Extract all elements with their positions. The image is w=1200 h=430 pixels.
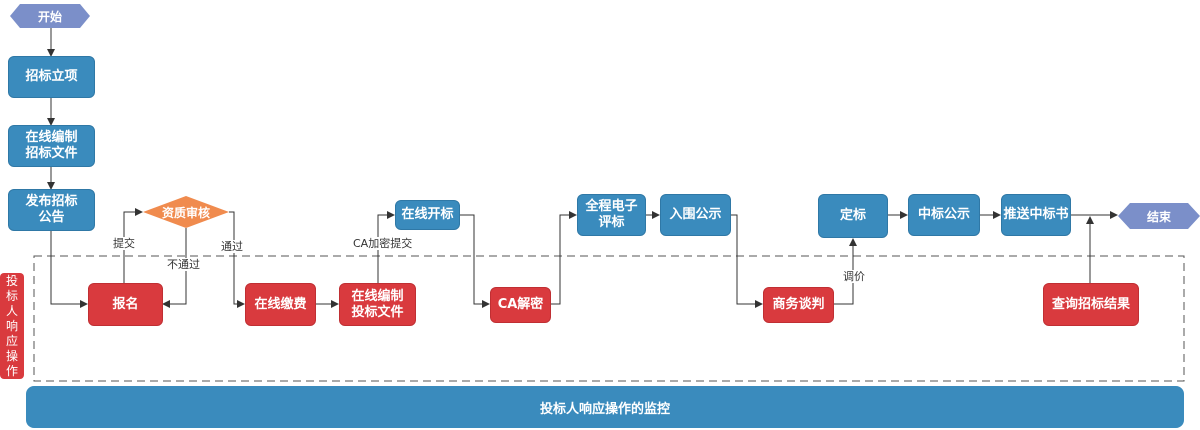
start-terminal-shape xyxy=(10,4,90,28)
edge-qualification-pass xyxy=(229,211,245,308)
bidder-monitoring-bar: 投标人响应操作的监控 xyxy=(26,386,1184,428)
start-terminal: 开始 xyxy=(37,9,62,24)
edge-decrypt-evaluation xyxy=(551,211,577,305)
end-terminal: 结束 xyxy=(1146,209,1171,224)
edge-label-pass: 通过 xyxy=(220,240,244,253)
edge-label-fail: 不通过 xyxy=(166,258,201,271)
node-shortlist-notice: 入围公示 xyxy=(660,194,731,236)
node-compile-bid-docs: 在线编制 投标文件 xyxy=(339,283,416,326)
edge-publish-register xyxy=(50,231,88,308)
edge-compile-open xyxy=(377,211,395,283)
node-query-result: 查询招标结果 xyxy=(1043,283,1139,326)
edge-open-decrypt xyxy=(460,214,490,308)
bidder-lane-label: 投标人响应操作 xyxy=(0,273,24,379)
edge-qualification-fail xyxy=(162,228,187,308)
node-publish-announcement: 发布招标 公告 xyxy=(8,189,95,231)
edge-negotiation-award xyxy=(834,238,857,305)
node-business-negotiation: 商务谈判 xyxy=(763,287,834,323)
node-open-bid: 在线开标 xyxy=(395,200,460,230)
node-award-notice: 中标公示 xyxy=(908,194,980,236)
node-push-award-letter: 推送中标书 xyxy=(1001,194,1071,236)
qualification-decision: 资质审核 xyxy=(161,205,210,220)
node-pay-online: 在线缴费 xyxy=(245,283,316,326)
edge-register-qualification xyxy=(123,208,143,283)
edge-label-submit: 提交 xyxy=(112,237,136,250)
node-compile-tender-docs: 在线编制 招标文件 xyxy=(8,125,95,167)
node-award: 定标 xyxy=(818,194,888,238)
edge-shortlist-negotiation xyxy=(731,214,763,308)
end-terminal-shape xyxy=(1118,203,1200,229)
bidder-lane-boundary xyxy=(33,255,1185,382)
edge-label-price-adjust: 调价 xyxy=(842,270,866,283)
node-electronic-evaluation: 全程电子 评标 xyxy=(577,194,646,236)
edge-label-ca-submit: CA加密提交 xyxy=(352,237,414,250)
qualification-diamond xyxy=(143,196,229,228)
node-register: 报名 xyxy=(88,283,163,326)
node-ca-decrypt: CA解密 xyxy=(490,287,551,323)
node-project-setup: 招标立项 xyxy=(8,56,95,98)
